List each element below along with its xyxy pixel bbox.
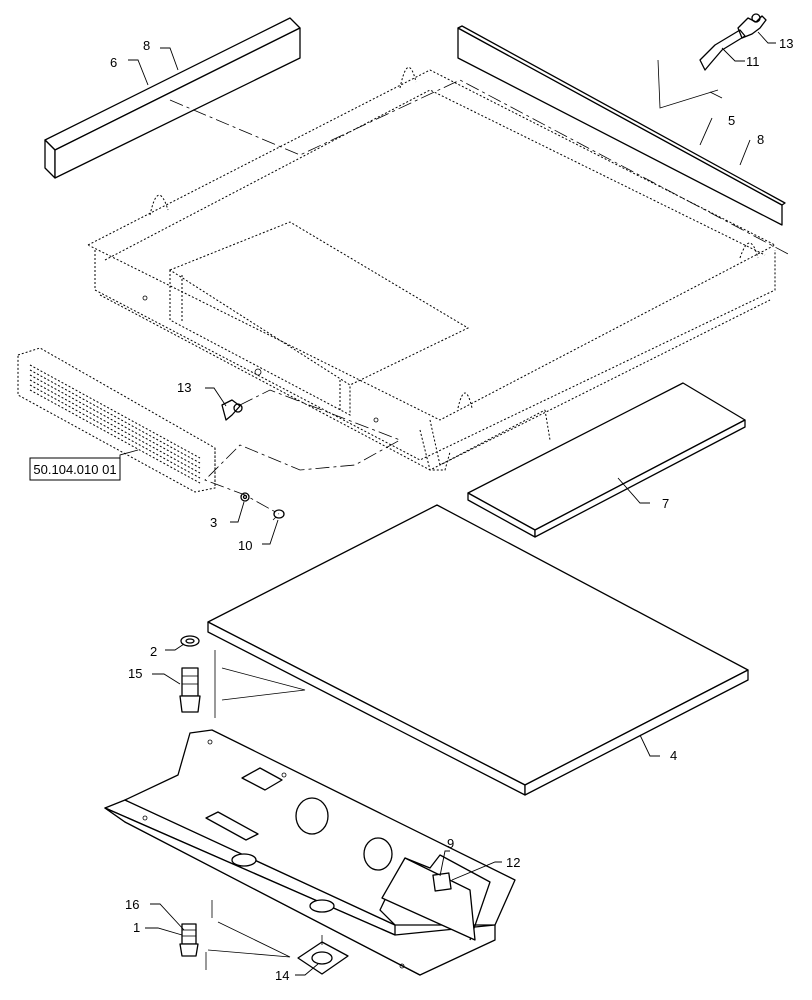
- panel-4: [207, 504, 749, 796]
- callout-9: 9: [447, 836, 454, 851]
- callout-15: 15: [128, 666, 142, 681]
- callout-10: 10: [238, 538, 252, 553]
- callout-8-left: 8: [143, 38, 150, 53]
- callout-1: 1: [133, 920, 140, 935]
- callout-7: 7: [662, 496, 669, 511]
- right-trim-strip: [457, 25, 786, 226]
- callout-labels: 6 8 13 11 5 8 13 3 10 7 2 15 4 9 12 16 1…: [110, 36, 793, 983]
- callout-5: 5: [728, 113, 735, 128]
- leader-lines: [119, 31, 776, 976]
- callout-14: 14: [275, 968, 289, 983]
- grille-panel: [17, 347, 216, 493]
- fasteners: [179, 635, 349, 975]
- callout-13-lower: 13: [177, 380, 191, 395]
- reference-box-label: 50.104.010 01: [33, 462, 116, 477]
- callout-16: 16: [125, 897, 139, 912]
- callout-2: 2: [150, 644, 157, 659]
- callout-4: 4: [670, 748, 677, 763]
- callout-8-right: 8: [757, 132, 764, 147]
- callout-3: 3: [210, 515, 217, 530]
- bracket-shroud: [104, 729, 516, 976]
- callout-12: 12: [506, 855, 520, 870]
- hose-fitting: [699, 13, 767, 71]
- left-trim-strip: [44, 17, 301, 179]
- small-fittings: [221, 399, 285, 521]
- reference-box: 50.104.010 01: [29, 457, 121, 481]
- alignment-lines: [205, 59, 723, 970]
- cab-frame-ghost: [86, 67, 777, 471]
- callout-6: 6: [110, 55, 117, 70]
- callout-11: 11: [746, 54, 760, 69]
- centerlines: [169, 79, 791, 515]
- panel-7: [467, 382, 746, 538]
- callout-13-top: 13: [779, 36, 793, 51]
